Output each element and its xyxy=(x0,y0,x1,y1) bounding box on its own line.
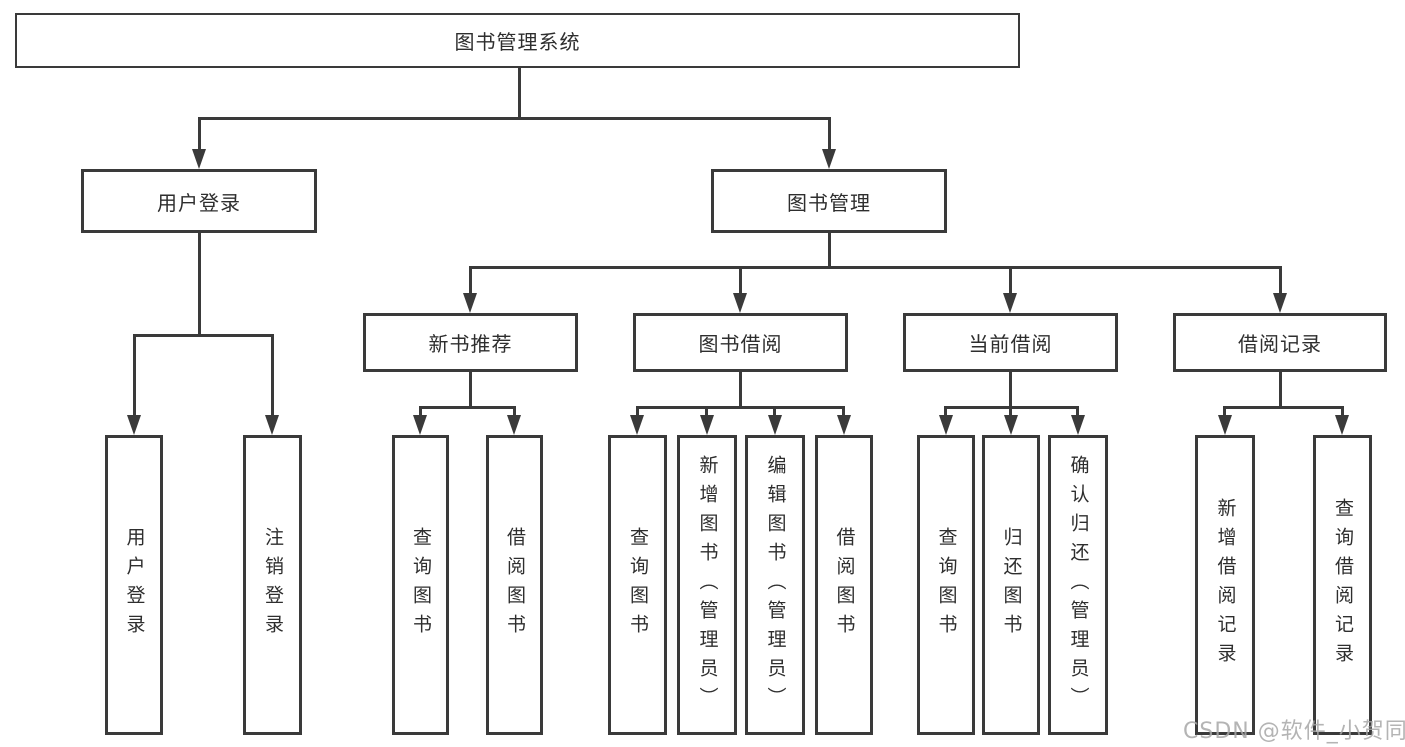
connector-drop-login xyxy=(133,334,136,417)
connector-records-stem xyxy=(1279,372,1282,408)
node-return-book-label: 归还图书 xyxy=(1000,527,1023,643)
connector-borrow-branch xyxy=(636,406,845,409)
connector-drop-book-mgmt xyxy=(828,117,831,152)
connector-drop-g3-3 xyxy=(1076,406,1079,417)
connector-level3-branch xyxy=(469,266,1282,269)
connector-login-branch xyxy=(133,334,274,337)
node-book-management-label: 图书管理 xyxy=(787,190,871,215)
node-query-book-current-label: 查询图书 xyxy=(935,527,958,643)
connector-drop-user-login xyxy=(198,117,201,152)
watermark: CSDN @软件_小贺同学 xyxy=(1183,719,1405,744)
node-user-login: 用户登录 xyxy=(105,435,163,735)
connector-drop-g2-3 xyxy=(773,406,776,417)
connector-drop-g1-1 xyxy=(419,406,422,417)
node-current-borrow: 当前借阅 xyxy=(903,313,1118,372)
node-return-book: 归还图书 xyxy=(982,435,1040,735)
node-borrow-book-recommend: 借阅图书 xyxy=(486,435,543,735)
arrowhead-login xyxy=(127,415,141,435)
connector-drop-g2-2 xyxy=(705,406,708,417)
connector-drop-g2-4 xyxy=(842,406,845,417)
connector-drop-borrow xyxy=(739,266,742,293)
arrowhead-book-mgmt xyxy=(822,149,836,169)
connector-drop-g3-1 xyxy=(944,406,947,417)
node-new-book-recommend-label: 新书推荐 xyxy=(428,332,513,356)
node-root: 图书管理系统 xyxy=(15,13,1020,68)
node-confirm-return-admin: 确认归还（管理员） xyxy=(1048,435,1108,735)
node-add-book-admin-label: 新增图书（管理员） xyxy=(696,454,719,716)
node-logout: 注销登录 xyxy=(243,435,302,735)
arrowhead-g3-1 xyxy=(939,415,953,435)
node-add-book-admin: 新增图书（管理员） xyxy=(677,435,737,735)
arrowhead-g4-2 xyxy=(1335,415,1349,435)
node-user-login-branch: 用户登录 xyxy=(81,169,317,233)
connector-borrow-stem xyxy=(739,372,742,408)
node-query-borrow-record: 查询借阅记录 xyxy=(1313,435,1372,735)
connector-root-stem xyxy=(518,66,521,118)
node-current-borrow-label: 当前借阅 xyxy=(968,332,1053,356)
connector-drop-records xyxy=(1279,266,1282,293)
node-borrow-records: 借阅记录 xyxy=(1173,313,1387,372)
connector-drop-g3-2 xyxy=(1009,406,1012,417)
arrowhead-g3-3 xyxy=(1071,415,1085,435)
node-borrow-book-label: 借阅图书 xyxy=(833,527,856,643)
connector-login-stem xyxy=(198,233,201,336)
node-borrow-book-recommend-label: 借阅图书 xyxy=(504,527,526,643)
node-root-label: 图书管理系统 xyxy=(454,30,581,54)
node-query-borrow-record-label: 查询借阅记录 xyxy=(1332,498,1354,672)
arrowhead-g2-4 xyxy=(837,415,851,435)
arrowhead-recommend xyxy=(463,293,477,313)
arrowhead-g3-2 xyxy=(1004,415,1018,435)
connector-drop-g2-1 xyxy=(636,406,639,417)
connector-drop-g1-2 xyxy=(513,406,516,417)
arrowhead-records xyxy=(1273,293,1287,313)
connector-mgmt-stem xyxy=(828,233,831,269)
connector-drop-logout xyxy=(271,334,274,417)
node-query-book-recommend: 查询图书 xyxy=(392,435,449,735)
arrowhead-g1-1 xyxy=(413,415,427,435)
node-user-login-branch-label: 用户登录 xyxy=(157,190,241,215)
node-query-book-borrow-label: 查询图书 xyxy=(627,527,649,643)
node-add-borrow-record-label: 新增借阅记录 xyxy=(1214,498,1237,672)
node-new-book-recommend: 新书推荐 xyxy=(363,313,578,372)
arrowhead-g2-2 xyxy=(700,415,714,435)
arrowhead-g2-1 xyxy=(630,415,644,435)
connector-recommend-stem xyxy=(469,372,472,408)
node-logout-label: 注销登录 xyxy=(262,527,284,643)
connector-drop-current xyxy=(1009,266,1012,293)
node-borrow-book: 借阅图书 xyxy=(815,435,873,735)
node-book-borrow: 图书借阅 xyxy=(633,313,848,372)
node-query-book-recommend-label: 查询图书 xyxy=(410,527,432,643)
node-book-borrow-label: 图书借阅 xyxy=(698,332,783,356)
node-query-book-borrow: 查询图书 xyxy=(608,435,667,735)
node-book-management: 图书管理 xyxy=(711,169,947,233)
connector-drop-recommend xyxy=(469,266,472,293)
arrowhead-logout xyxy=(265,415,279,435)
node-user-login-label: 用户登录 xyxy=(123,527,146,643)
arrowhead-g1-2 xyxy=(507,415,521,435)
connector-current-stem xyxy=(1009,372,1012,408)
connector-level2-branch xyxy=(198,117,831,120)
arrowhead-user-login xyxy=(192,149,206,169)
arrowhead-borrow xyxy=(733,293,747,313)
node-query-book-current: 查询图书 xyxy=(917,435,975,735)
arrowhead-g4-1 xyxy=(1218,415,1232,435)
connector-drop-g4-1 xyxy=(1223,406,1226,417)
node-confirm-return-admin-label: 确认归还（管理员） xyxy=(1067,454,1090,716)
arrowhead-current xyxy=(1003,293,1017,313)
node-borrow-records-label: 借阅记录 xyxy=(1238,332,1322,356)
node-edit-book-admin-label: 编辑图书（管理员） xyxy=(764,454,787,716)
connector-recommend-branch xyxy=(419,406,516,409)
node-add-borrow-record: 新增借阅记录 xyxy=(1195,435,1255,735)
connector-drop-g4-2 xyxy=(1341,406,1344,417)
arrowhead-g2-3 xyxy=(768,415,782,435)
connector-records-branch xyxy=(1223,406,1343,409)
node-edit-book-admin: 编辑图书（管理员） xyxy=(745,435,805,735)
